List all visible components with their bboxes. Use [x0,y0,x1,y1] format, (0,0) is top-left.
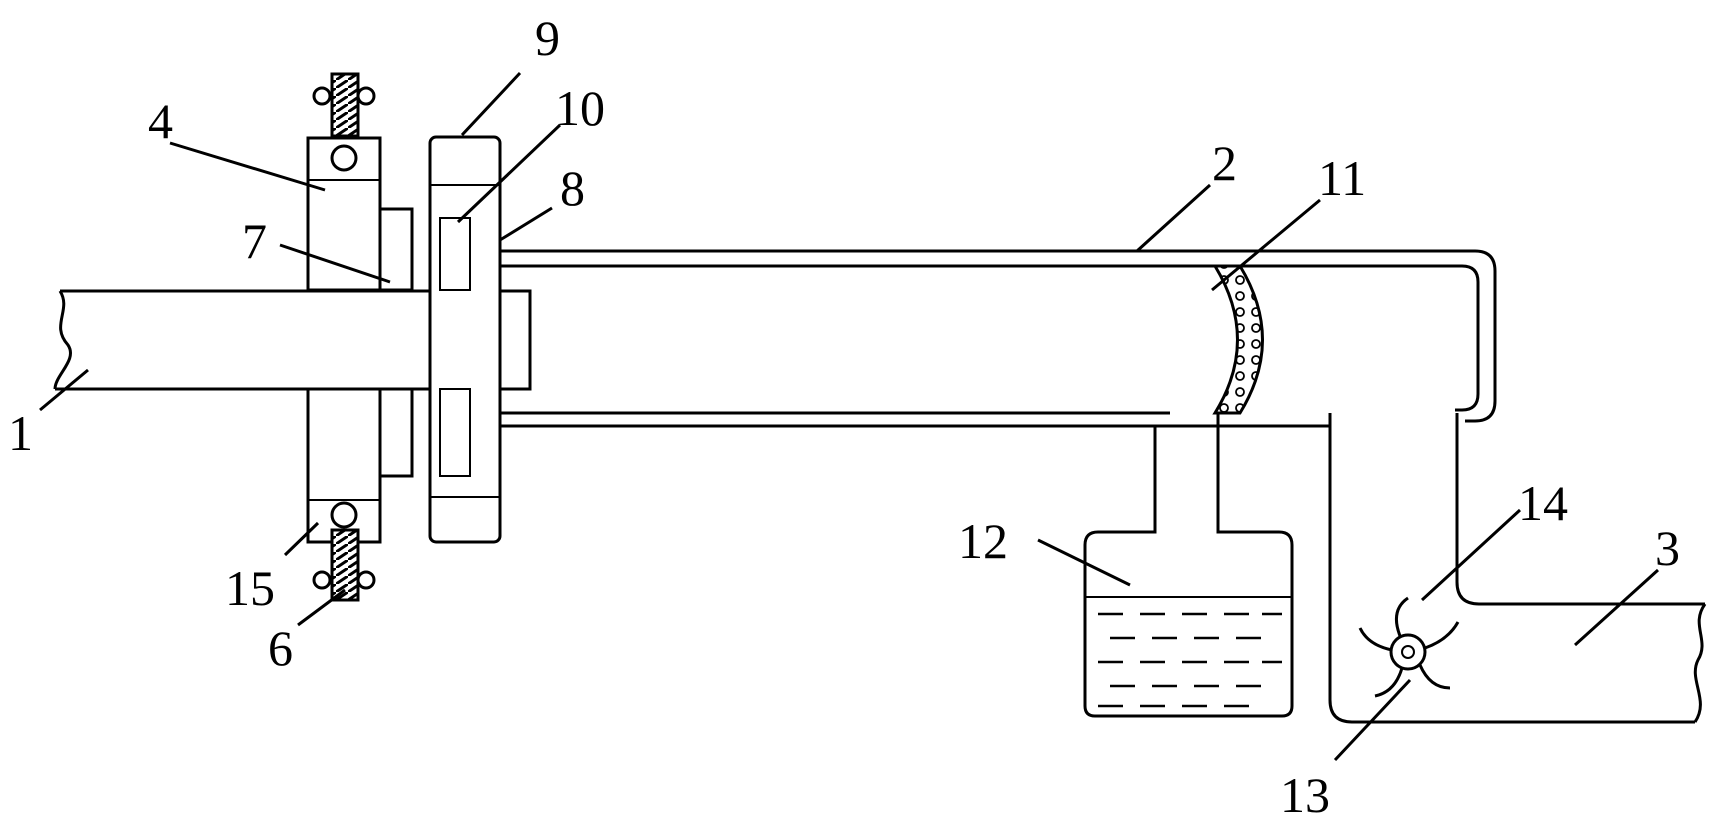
impeller-part-13 [1358,596,1460,698]
label-14: 14 [1518,475,1568,531]
label-15: 15 [225,560,275,616]
label-4: 4 [148,93,173,149]
bolt-part-6-bottom [312,528,376,602]
bolt-part-6-top [312,72,376,138]
sleeve-part-7 [378,207,414,478]
ring-part-10 [439,217,471,477]
label-3: 3 [1655,520,1680,576]
tube-part-2 [500,249,1497,428]
tank-liquid-dashes [1098,612,1282,708]
label-8: 8 [560,160,585,216]
label-2: 2 [1212,135,1237,191]
collar-part-4 [306,136,382,544]
label-6: 6 [268,620,293,676]
disc-part-9 [428,135,502,544]
tank-part-12 [1083,413,1294,718]
label-10: 10 [555,80,605,136]
filter-part-11 [1212,264,1264,415]
leader-lines [39,71,1660,762]
label-13: 13 [1280,767,1330,819]
base-part-3 [1328,413,1707,724]
label-7: 7 [242,213,267,269]
label-1: 1 [8,405,33,461]
label-12: 12 [958,513,1008,569]
label-9: 9 [535,10,560,66]
label-11: 11 [1318,150,1366,206]
